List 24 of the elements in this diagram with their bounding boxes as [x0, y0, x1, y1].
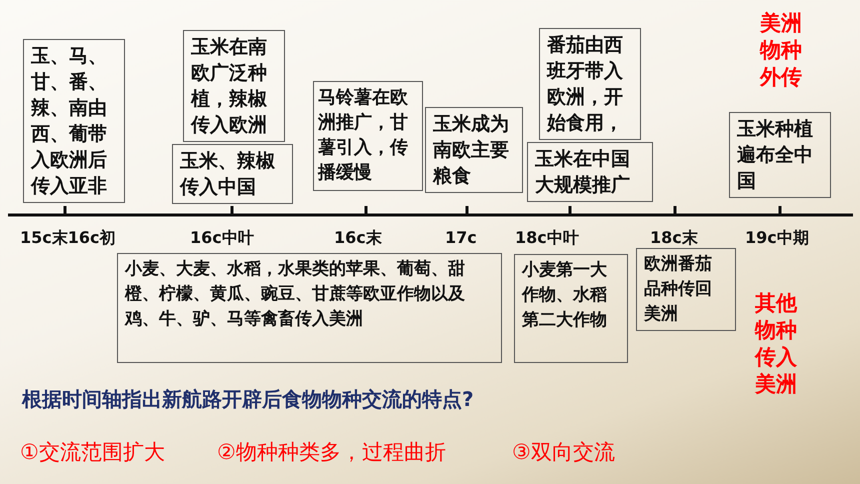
time-label: 18c末	[650, 228, 698, 249]
event-box: 玉米、辣椒传入中国	[172, 144, 293, 204]
answer-text: ①交流范围扩大	[20, 439, 165, 466]
time-label: 15c末16c初	[20, 228, 116, 249]
answer-text: ③双向交流	[512, 439, 615, 466]
event-box: 玉米在中国大规模推广	[527, 142, 653, 202]
event-box: 番茄由西班牙带入欧洲，开始食用，	[539, 28, 641, 140]
question-text: 根据时间轴指出新航路开辟后食物物种交流的特点?	[22, 386, 474, 413]
time-label: 18c中叶	[515, 228, 579, 249]
event-box: 欧洲番茄品种传回美洲	[636, 248, 736, 331]
time-label: 16c中叶	[190, 228, 254, 249]
answer-text: ②物种种类多，过程曲折	[217, 439, 446, 466]
event-box: 玉米在南欧广泛种植，辣椒传入欧洲	[183, 30, 285, 142]
event-box: 玉米成为南欧主要粮食	[425, 107, 523, 193]
time-label: 16c末	[334, 228, 382, 249]
section-heading: 美洲物种外传	[760, 10, 803, 91]
time-label: 17c	[445, 228, 477, 247]
event-box: 玉、马、甘、番、辣、南由西、葡带入欧洲后传入亚非	[23, 39, 125, 203]
event-box: 玉米种植遍布全中国	[729, 112, 831, 198]
event-box: 小麦第一大作物、水稻第二大作物	[514, 254, 628, 363]
event-box: 小麦、大麦、水稻，水果类的苹果、葡萄、甜橙、柠檬、黄瓜、豌豆、甘蔗等欧亚作物以及鸡、牛、驴、马等禽畜传入美洲	[117, 253, 502, 363]
event-box: 马铃薯在欧洲推广，甘薯引入，传播缓慢	[313, 81, 423, 191]
time-label: 19c中期	[745, 228, 809, 249]
section-heading: 其他物种传入美洲	[755, 290, 798, 398]
